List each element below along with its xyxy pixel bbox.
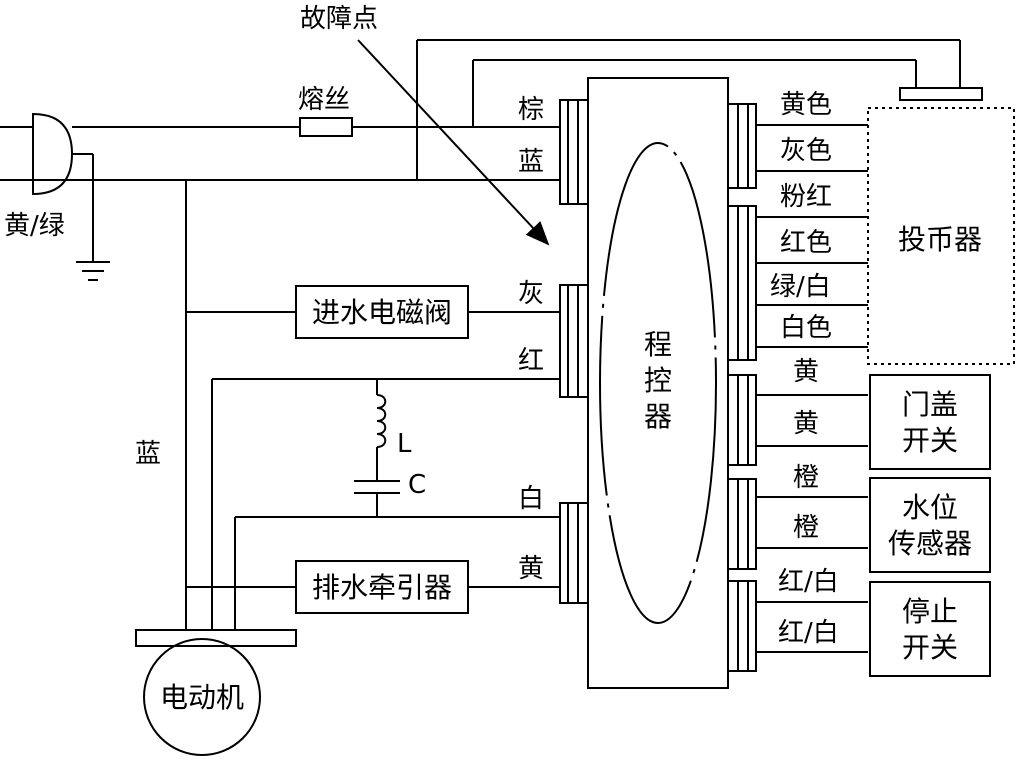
controller-label-3: 器: [644, 400, 672, 433]
right-wire-label: 橙: [793, 463, 819, 493]
left-wire-label: 灰: [518, 279, 544, 309]
level-sensor-label: 水位: [902, 491, 958, 524]
right-wire-label: 橙: [793, 513, 819, 543]
controller-label-2: 控: [644, 364, 672, 397]
inlet-valve-label: 进水电磁阀: [312, 296, 452, 329]
motor-plate: [135, 629, 297, 647]
motor: [143, 638, 261, 756]
capacitor-icon: [354, 480, 400, 494]
right-wire-label: 黄: [793, 409, 819, 439]
coin-box-connector: [899, 87, 983, 101]
inductor-icon: [376, 394, 387, 448]
drain-tractor-label: 排水牵引器: [312, 571, 452, 604]
right-wire-label: 黄色: [780, 90, 832, 120]
left-wire-label: 棕: [518, 95, 544, 125]
ground-label: 黄/绿: [4, 211, 65, 241]
door-switch-label: 开关: [902, 424, 958, 457]
stop-switch-label: 开关: [902, 631, 958, 664]
fuse-label: 熔丝: [298, 85, 350, 115]
left-blue-label: 蓝: [135, 439, 161, 469]
right-connectors: [727, 103, 757, 672]
level-sensor-label: 传感器: [888, 527, 972, 560]
left-connectors: [559, 99, 589, 604]
door-switch-box: [869, 374, 991, 470]
fuse: [299, 117, 353, 137]
right-wire-label: 绿/白: [770, 272, 831, 302]
right-wire-label: 红/白: [778, 567, 839, 597]
left-wire-label: 白: [518, 484, 544, 514]
controller-label-1: 程: [644, 328, 672, 361]
left-wire-label: 黄: [518, 554, 544, 584]
controller-ellipse: [599, 142, 717, 624]
capacitor-label: C: [408, 470, 426, 500]
inductor-label: L: [397, 429, 412, 459]
coin-box: [867, 107, 1015, 365]
left-wire-label: 红: [518, 346, 544, 376]
right-wire-label: 黄: [793, 357, 819, 387]
ground-icon: [76, 261, 110, 281]
stop-switch-box: [869, 581, 991, 677]
coin-box-label: 投币器: [898, 223, 982, 256]
fault-point-label: 故障点: [300, 4, 378, 34]
level-sensor-box: [869, 477, 991, 573]
stop-switch-label: 停止: [902, 595, 958, 628]
right-wire-label: 白色: [780, 313, 832, 343]
plug-icon: [32, 112, 74, 196]
right-wire-label: 红/白: [778, 618, 839, 648]
door-switch-label: 门盖: [902, 388, 958, 421]
left-wire-label: 蓝: [518, 147, 544, 177]
fault-point-arrow: [357, 39, 550, 246]
right-wire-label: 粉红: [780, 182, 832, 212]
motor-label: 电动机: [160, 681, 244, 714]
right-wire-label: 红色: [780, 228, 832, 258]
right-wire-label: 灰色: [780, 136, 832, 166]
